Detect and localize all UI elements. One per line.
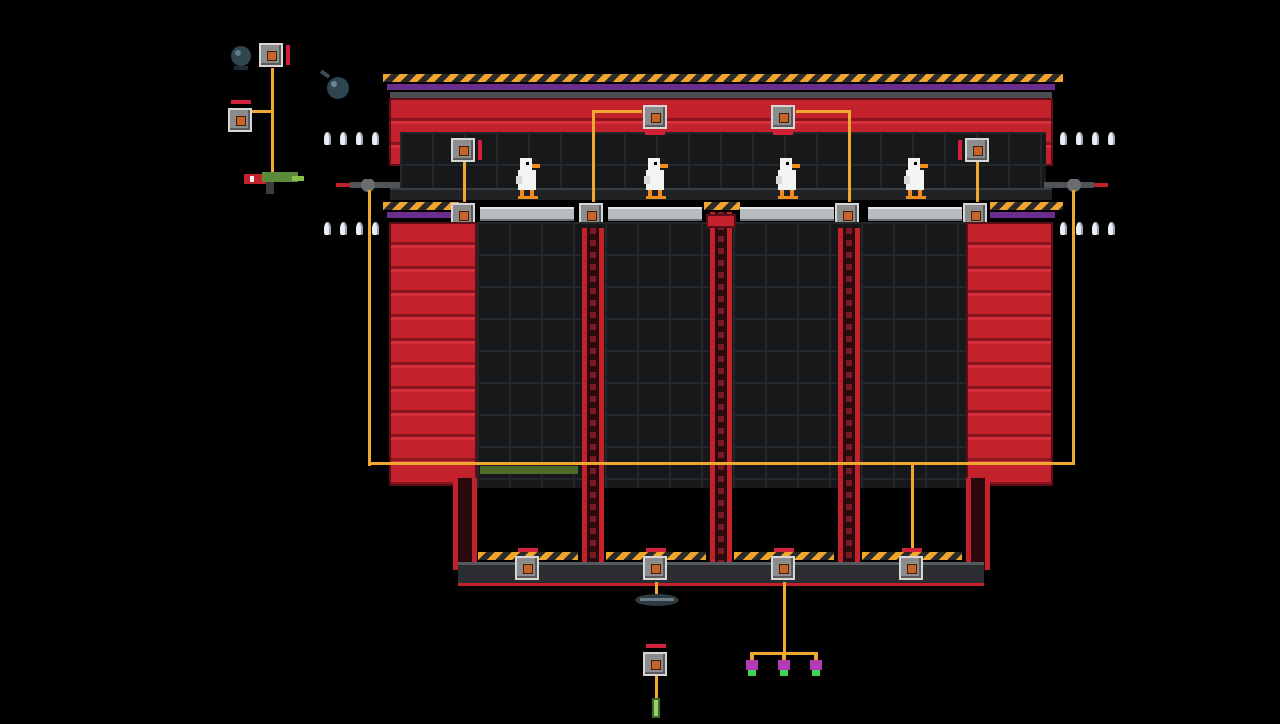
upper-corridor xyxy=(400,132,1046,190)
platform[interactable] xyxy=(608,207,702,221)
box-trigger-cap xyxy=(958,140,962,160)
item-box[interactable] xyxy=(771,556,795,580)
spike-icon xyxy=(1060,222,1067,235)
duck-player-3[interactable] xyxy=(772,156,804,200)
stone-trim xyxy=(390,92,1052,100)
moss-ledge xyxy=(480,466,578,474)
spike-icon xyxy=(372,132,379,145)
spike-icon xyxy=(340,222,347,235)
wire xyxy=(368,462,1075,465)
wire xyxy=(848,110,851,202)
box-trigger-cap xyxy=(286,45,290,65)
flower-icon[interactable] xyxy=(744,652,760,678)
turret-left[interactable] xyxy=(336,178,404,192)
item-box[interactable] xyxy=(515,556,539,580)
turret-right[interactable] xyxy=(1040,178,1108,192)
spike-icon xyxy=(356,132,363,145)
hazard-stripe-mid-right xyxy=(990,202,1063,210)
spike-icon xyxy=(1076,132,1083,145)
lower-hull-left xyxy=(453,478,477,570)
wire xyxy=(796,110,850,113)
duck-player-4[interactable] xyxy=(900,156,932,200)
purple-trim-top xyxy=(387,84,1055,90)
left-hull-panel xyxy=(389,222,477,486)
item-box[interactable] xyxy=(228,108,252,132)
box-trigger-cap xyxy=(518,548,538,552)
right-hull-panel xyxy=(966,222,1053,486)
wire xyxy=(271,68,274,172)
wire xyxy=(911,462,914,558)
floor-base xyxy=(458,562,984,586)
box-trigger-cap xyxy=(773,130,793,135)
wire xyxy=(655,582,658,594)
spike-icon xyxy=(1076,222,1083,235)
purple-trim-mid xyxy=(990,212,1055,218)
spike-icon xyxy=(1108,222,1115,235)
purple-trim-mid xyxy=(387,212,463,218)
item-box[interactable] xyxy=(965,138,989,162)
spike-icon xyxy=(1060,132,1067,145)
wire xyxy=(1072,190,1075,465)
item-box[interactable] xyxy=(259,43,283,67)
spike-icon xyxy=(324,222,331,235)
wire xyxy=(783,582,786,654)
flower-icon[interactable] xyxy=(776,652,792,678)
support-pillar xyxy=(838,228,860,564)
support-pillar xyxy=(710,212,732,564)
platform[interactable] xyxy=(480,207,574,221)
hover-turret[interactable] xyxy=(634,590,680,610)
spike-icon xyxy=(356,222,363,235)
spike-icon xyxy=(372,222,379,235)
spikes-right-bottom[interactable] xyxy=(1060,222,1116,238)
spikes-left-top[interactable] xyxy=(324,132,380,148)
box-trigger-cap xyxy=(646,644,666,648)
platform[interactable] xyxy=(868,207,962,221)
support-pillar xyxy=(582,228,604,564)
item-box[interactable] xyxy=(899,556,923,580)
platform[interactable] xyxy=(740,207,834,221)
box-trigger-cap xyxy=(645,130,665,135)
box-trigger-cap xyxy=(478,140,482,160)
blaster-gun-icon[interactable] xyxy=(240,168,306,198)
wire xyxy=(976,162,979,202)
spikes-left-bottom[interactable] xyxy=(324,222,380,238)
wire xyxy=(592,110,642,113)
spike-icon xyxy=(340,132,347,145)
box-trigger-cap xyxy=(231,100,251,104)
item-box[interactable] xyxy=(643,105,667,129)
hazard-stripe-top xyxy=(383,74,1063,82)
spike-icon xyxy=(324,132,331,145)
item-box[interactable] xyxy=(643,556,667,580)
spike-icon xyxy=(1108,132,1115,145)
spike-icon xyxy=(1092,132,1099,145)
spike-icon xyxy=(1092,222,1099,235)
grenade-icon[interactable] xyxy=(229,42,253,72)
wire xyxy=(252,110,272,113)
lower-hull-right xyxy=(966,478,990,570)
item-box[interactable] xyxy=(771,105,795,129)
duck-player-1[interactable] xyxy=(512,156,544,200)
box-trigger-cap xyxy=(774,548,794,552)
wire xyxy=(463,162,466,202)
duck-player-2[interactable] xyxy=(640,156,672,200)
bomb-icon[interactable] xyxy=(318,68,352,102)
plant-gun-icon[interactable] xyxy=(646,696,666,720)
item-box[interactable] xyxy=(451,138,475,162)
flower-icon[interactable] xyxy=(808,652,824,678)
hazard-stripe-mid-left xyxy=(383,202,463,210)
upper-floor xyxy=(390,188,1052,200)
wire xyxy=(592,110,595,202)
item-box[interactable] xyxy=(643,652,667,676)
box-trigger-cap xyxy=(646,548,666,552)
box-trigger-cap xyxy=(902,548,922,552)
wire xyxy=(655,676,658,698)
wire xyxy=(368,190,371,466)
spikes-right-top[interactable] xyxy=(1060,132,1116,148)
center-pillar-cap xyxy=(706,214,736,228)
hazard-stripe-mid-center xyxy=(704,202,740,210)
